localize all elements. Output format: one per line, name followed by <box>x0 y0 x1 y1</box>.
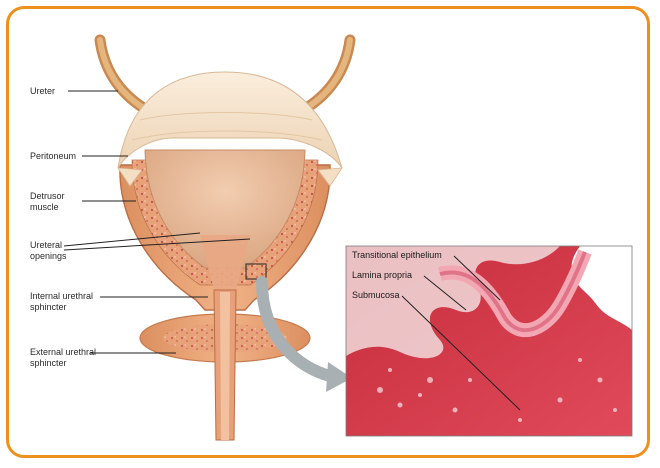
label-ureter: Ureter <box>30 86 55 97</box>
label-submucosa: Submucosa <box>352 290 400 301</box>
left-ureter <box>100 40 150 112</box>
label-detrusor-muscle: Detrusor muscle <box>30 191 65 213</box>
label-lamina-propria: Lamina propria <box>352 270 412 281</box>
label-ureteral-openings: Ureteral openings <box>30 240 67 262</box>
label-external-urethral-sphincter: External urethral sphincter <box>30 347 96 369</box>
label-transitional-epithelium: Transitional epithelium <box>352 250 442 261</box>
label-peritoneum: Peritoneum <box>30 151 76 162</box>
right-ureter <box>300 40 350 112</box>
label-internal-urethral-sphincter: Internal urethral sphincter <box>30 291 93 313</box>
